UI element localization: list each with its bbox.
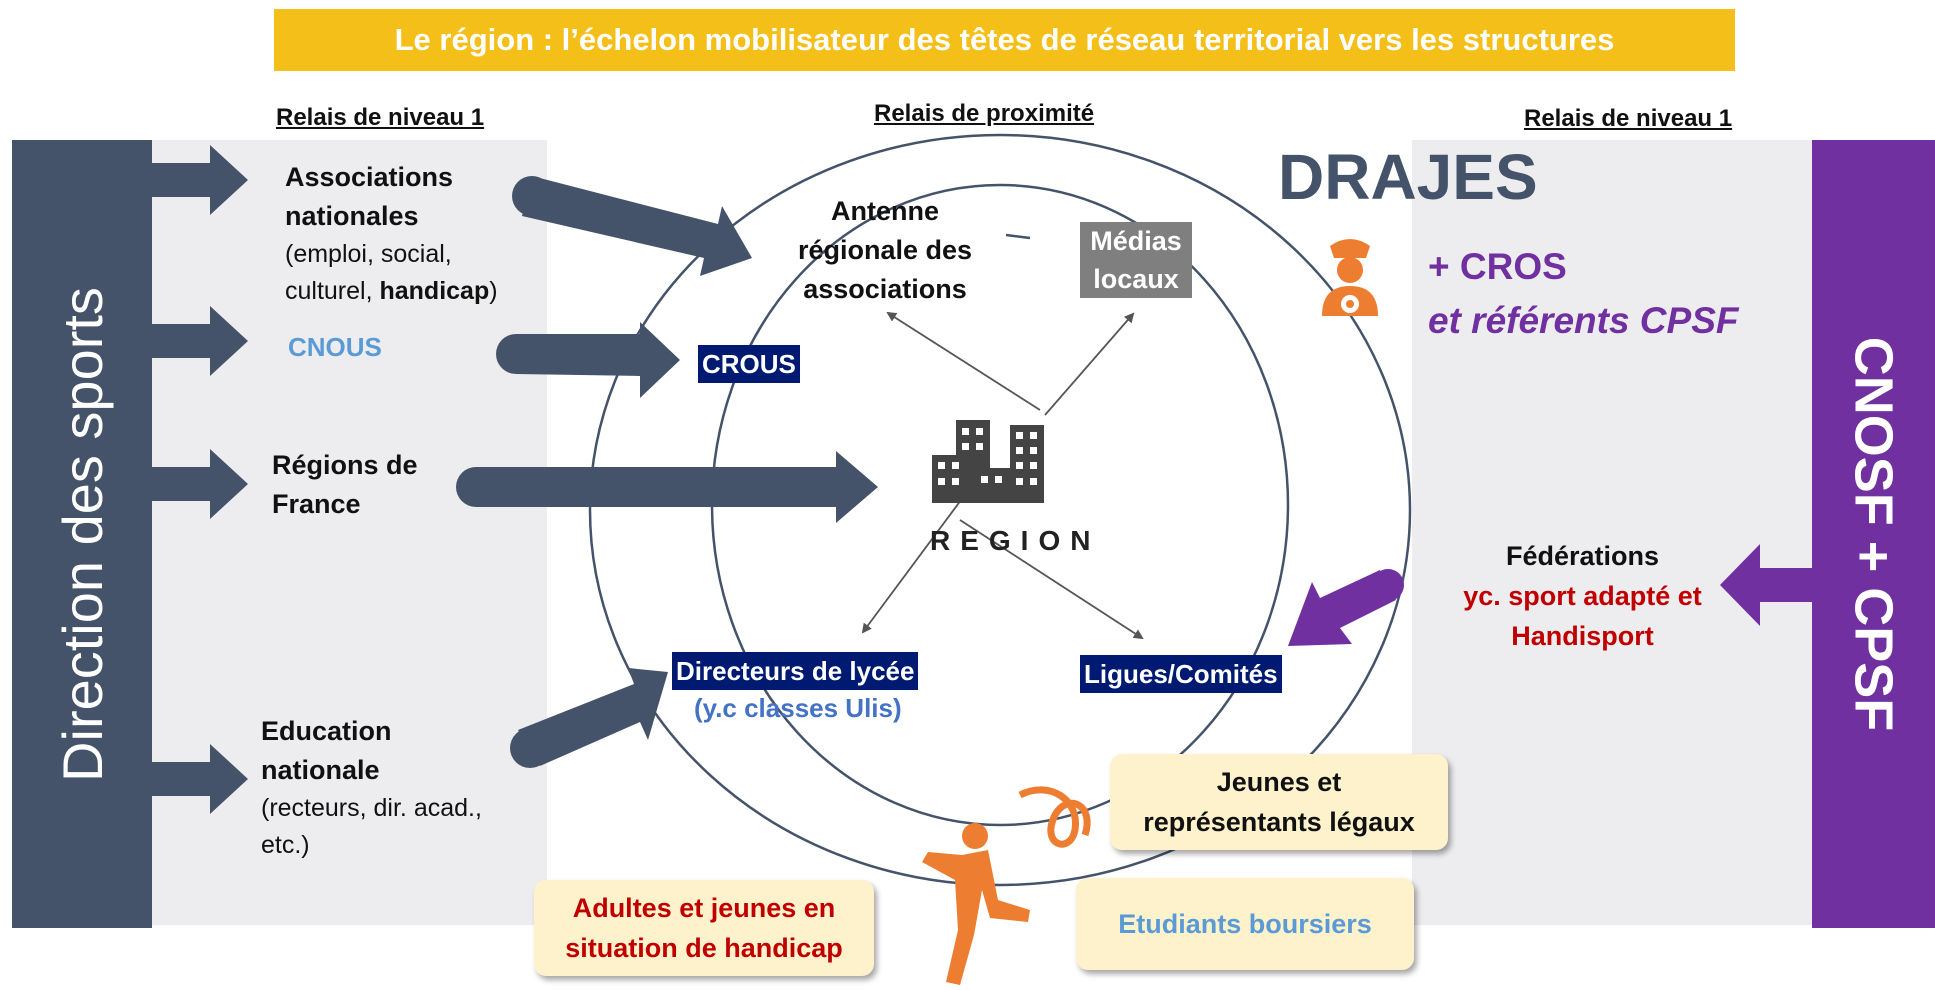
- educ-line1: Education: [261, 716, 392, 746]
- page-title: Le région : l’échelon mobilisateur des t…: [394, 22, 1615, 57]
- assoc-line4-c: ): [489, 277, 498, 305]
- federations-label: Fédérations yc. sport adapté et Handispo…: [1440, 536, 1725, 656]
- left-band-arrows: [152, 145, 248, 814]
- gymnast-ribbon-icon: [922, 786, 1091, 985]
- ligues-comites-box: Ligues/Comités: [1080, 655, 1282, 693]
- jeunes-line1: Jeunes et: [1216, 767, 1342, 797]
- educ-line2: nationale: [261, 755, 380, 785]
- assoc-nationales-label: Associations nationales (emploi, social,…: [285, 158, 498, 310]
- header-left: Relais de niveau 1: [276, 104, 485, 131]
- federations-line2: yc. sport adapté et: [1463, 581, 1702, 611]
- jeunes-line2: représentants légaux: [1143, 807, 1415, 837]
- regions-line1: Régions de: [272, 450, 418, 480]
- cros-line2: et référents CPSF: [1428, 300, 1739, 341]
- drajes-label: DRAJES: [1278, 141, 1538, 213]
- antenne-line3: associations: [803, 274, 967, 304]
- federations-line1: Fédérations: [1505, 541, 1660, 571]
- adultes-line2: situation de handicap: [565, 933, 843, 963]
- cros-line1: + CROS: [1428, 246, 1567, 287]
- crous-box: CROUS: [698, 345, 800, 383]
- purple-arrows: [1288, 544, 1812, 646]
- assoc-line3: (emploi, social,: [285, 240, 452, 268]
- antenne-regionale-label: Antenne régionale des associations: [780, 192, 990, 309]
- assoc-line1: Associations: [285, 162, 454, 192]
- region-label: REGION: [930, 525, 1101, 556]
- medias-line1: Médias: [1090, 226, 1182, 256]
- assoc-line4: culturel, handicap): [285, 273, 498, 310]
- education-nationale-label: Education nationale (recteurs, dir. acad…: [261, 712, 482, 864]
- region-connectors: [861, 311, 1144, 640]
- header-right: Relais de niveau 1: [1524, 105, 1733, 132]
- jeunes-card: Jeunes et représentants légaux: [1110, 754, 1448, 850]
- regions-de-france-label: Régions de France: [272, 446, 418, 524]
- educ-line4: etc.): [261, 831, 310, 859]
- directeurs-sub-label: (y.c classes Ulis): [694, 693, 902, 723]
- etudiants-label: Etudiants boursiers: [1118, 909, 1372, 939]
- outer-circle: [588, 133, 1412, 887]
- thick-arrows: [456, 176, 878, 768]
- educ-line3: (recteurs, dir. acad.,: [261, 794, 482, 822]
- right-band: [1812, 140, 1935, 928]
- right-panel-background: [1412, 140, 1812, 925]
- adultes-handicap-card: Adultes et jeunes en situation de handic…: [534, 880, 874, 976]
- cnous-label: CNOUS: [288, 332, 382, 362]
- antenne-line2: régionale des: [797, 235, 973, 265]
- header-center: Relais de proximité: [874, 100, 1095, 127]
- antenne-line1: Antenne: [831, 196, 939, 226]
- medias-line2: locaux: [1093, 264, 1179, 294]
- official-person-icon: [1322, 239, 1378, 316]
- title-banner: Le région : l’échelon mobilisateur des t…: [274, 9, 1735, 71]
- assoc-line4-b: handicap: [379, 277, 490, 305]
- cros-label: + CROS et référents CPSF: [1428, 240, 1739, 348]
- federations-line3: Handisport: [1511, 621, 1654, 651]
- regions-line2: France: [272, 489, 361, 519]
- adultes-line1: Adultes et jeunes en: [572, 893, 836, 923]
- assoc-line2: nationales: [285, 201, 419, 231]
- left-band: [12, 140, 152, 928]
- assoc-line4-a: culturel,: [285, 277, 380, 305]
- directeurs-lycee-box: Directeurs de lycée: [672, 652, 919, 690]
- building-icon: [932, 420, 1044, 503]
- etudiants-boursiers-card: Etudiants boursiers: [1076, 878, 1414, 970]
- medias-locaux-box: Médias locaux: [1080, 222, 1192, 298]
